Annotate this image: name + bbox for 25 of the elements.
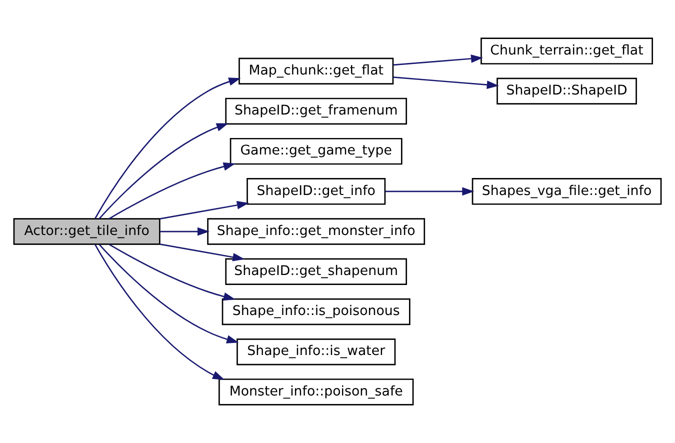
arrow [393, 76, 499, 89]
node-box: Actor::get_tile_info [13, 218, 160, 245]
node-box: ShapeID::get_info [246, 178, 386, 205]
arrow [108, 244, 236, 301]
arrow [98, 244, 239, 344]
arrow [385, 187, 474, 196]
arrow [94, 78, 241, 219]
node-box: Monster_info::poison_safe [218, 378, 414, 406]
node-box: Game::get_game_type [230, 138, 402, 165]
arrow [160, 201, 250, 220]
node-box: Chunk_terrain::get_flat [480, 38, 653, 64]
node-box: Map_chunk::get_flat [238, 58, 394, 84]
arrow [160, 227, 210, 236]
arrow [98, 123, 229, 220]
arrow [94, 244, 225, 380]
node-box: ShapeID::get_framenum [225, 98, 408, 125]
node-box: Shape_info::is_water [236, 338, 396, 366]
node-box: Shape_info::get_monster_info [207, 218, 426, 245]
arrow [108, 162, 236, 220]
node-box: ShapeID::get_shapenum [225, 258, 408, 285]
arrow [393, 54, 484, 66]
arrow [160, 244, 245, 262]
node-box: Shapes_vga_file::get_info [472, 178, 662, 205]
node-box: ShapeID::ShapeID [496, 78, 637, 105]
node-box: Shape_info::is_poisonous [222, 298, 410, 326]
